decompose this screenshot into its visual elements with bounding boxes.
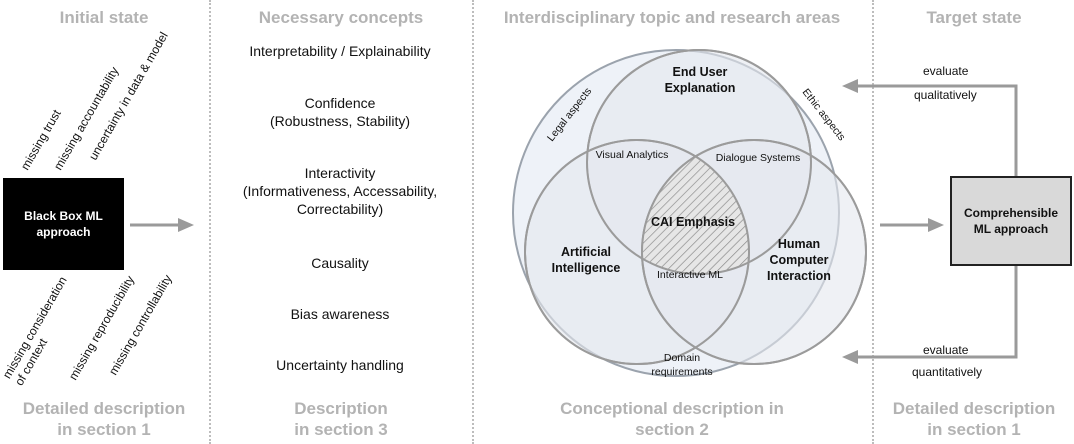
concept-bias-awareness: Bias awareness [290, 306, 390, 322]
arrow-to-target [880, 218, 944, 232]
label-hci-1: Human [778, 237, 820, 251]
label-interactive-ml: Interactive ML [657, 269, 723, 281]
label-hci-3: Interaction [767, 269, 831, 283]
label-domain-req-1: Domain [664, 352, 700, 364]
comprehensible-ml-box: Comprehensible ML approach [950, 176, 1072, 266]
heading-target-state: Target state [926, 8, 1022, 27]
label-visual-analytics: Visual Analytics [596, 149, 669, 161]
divider-1 [209, 0, 211, 444]
concept-uncertainty-handling: Uncertainty handling [276, 357, 404, 373]
concept-causality: Causality [311, 255, 369, 271]
venn-diagram: Legal aspects Ethic aspects Domain requi… [512, 49, 867, 378]
label-qualitatively: qualitatively [914, 88, 977, 102]
label-hci-2: Computer [769, 253, 828, 267]
concept-interpretability: Interpretability / Explainability [249, 43, 431, 59]
label-end-user-2: Explanation [665, 81, 736, 95]
label-domain-req-2: requirements [651, 366, 712, 378]
divider-2 [472, 0, 474, 444]
heading-interdisciplinary: Interdisciplinary topic and research are… [503, 8, 841, 27]
feedback-arrow-bottom [842, 266, 1018, 364]
footer-target-state: Detailed description in section 1 [892, 399, 1056, 439]
feedback-arrow-top [842, 79, 1018, 176]
arrow-to-concepts [130, 218, 194, 232]
label-evaluate-bottom: evaluate [923, 343, 969, 357]
label-dialogue-systems: Dialogue Systems [716, 152, 801, 164]
heading-initial-state: Initial state [59, 8, 149, 27]
black-box-ml-box: Black Box ML approach [3, 178, 124, 270]
label-cai-emphasis: CAI Emphasis [651, 215, 735, 229]
center-hatch [642, 140, 749, 274]
label-ai-2: Intelligence [552, 261, 621, 275]
concept-interactivity: Interactivity (Informativeness, Accessab… [242, 165, 438, 217]
label-quantitatively: quantitatively [912, 365, 983, 379]
label-end-user-1: End User [673, 65, 728, 79]
label-ai-1: Artificial [561, 245, 611, 259]
footer-initial-state: Detailed description in section 1 [22, 399, 186, 439]
footer-interdisciplinary: Conceptional description in section 2 [560, 399, 784, 439]
divider-3 [872, 0, 874, 444]
heading-necessary-concepts: Necessary concepts [258, 8, 424, 27]
footer-necessary-concepts: Description in section 3 [294, 399, 388, 439]
concept-confidence: Confidence (Robustness, Stability) [269, 95, 411, 129]
label-evaluate-top: evaluate [923, 64, 969, 78]
